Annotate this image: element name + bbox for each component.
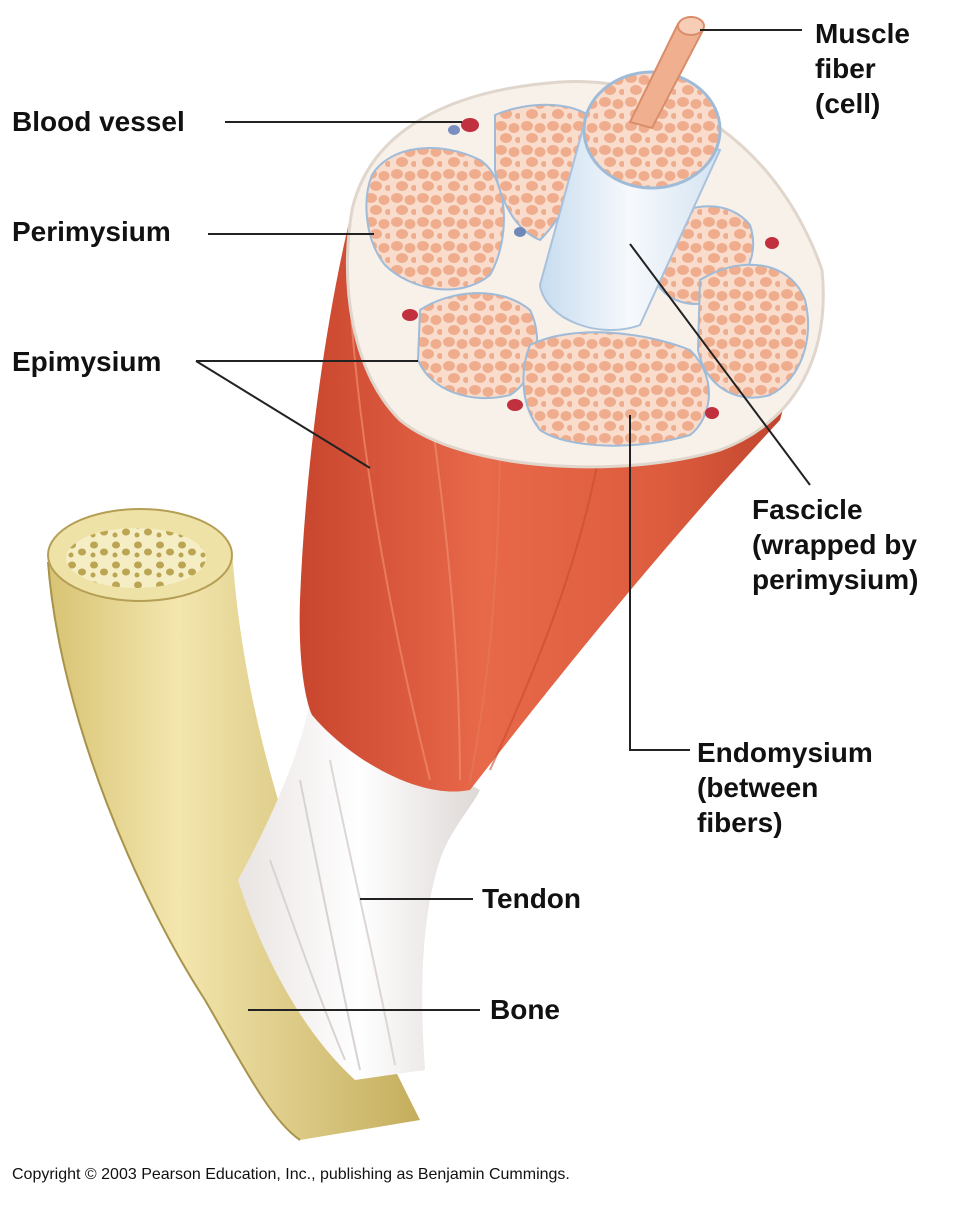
label-fascicle-line-2: (wrapped by [752,529,917,560]
copyright-notice: Copyright © 2003 Pearson Education, Inc.… [12,1166,570,1183]
leader-epimysium-2 [195,360,371,469]
tendon-shape [238,700,480,1080]
blood-vessel [461,118,479,132]
label-blood-vessel: Blood vessel [12,106,185,137]
label-perimysium: Perimysium [12,216,171,247]
fascicle [522,331,710,447]
label-endomysium-line-1: Endomysium [697,737,873,768]
fascicle [416,292,538,400]
label-tendon: Tendon [482,883,582,914]
leader-endomysium [629,415,690,751]
label-muscle-fiber-line-1: Muscle [815,18,910,49]
label-endomysium: Endomysium (between fibers) [697,735,873,840]
label-fascicle: Fascicle (wrapped by perimysium) [752,492,919,597]
label-muscle-fiber: Muscle fiber (cell) [815,16,910,121]
label-muscle-fiber-line-2: fiber [815,53,876,84]
leader-fascicle [629,243,811,486]
fascicle [365,147,505,291]
leader-lines [195,29,811,1011]
label-fascicle-line-1: Fascicle [752,494,863,525]
label-fascicle-line-3: perimysium) [752,564,919,595]
label-bone: Bone [490,994,560,1025]
label-epimysium: Epimysium [12,346,162,377]
fascicle-cylinder [538,70,722,331]
label-endomysium-line-2: (between [697,772,819,803]
label-endomysium-line-3: fibers) [697,807,783,838]
muscle-fiber-strand [628,16,705,130]
label-muscle-fiber-line-3: (cell) [815,88,881,119]
fascicle [696,263,810,399]
